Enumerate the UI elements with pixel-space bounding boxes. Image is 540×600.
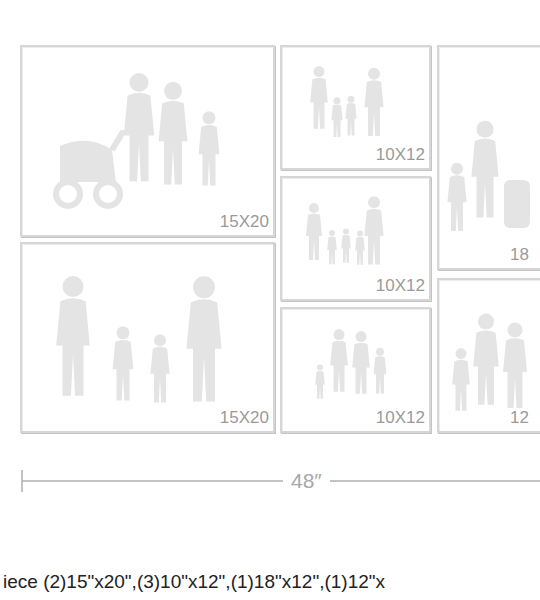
photo-frame: 10X12 <box>280 176 431 301</box>
size-label: 10X12 <box>376 146 425 163</box>
size-label: 15X20 <box>220 409 269 426</box>
size-label: 12 <box>510 409 529 426</box>
photo-frame: 18 <box>437 45 540 270</box>
photo-frame: 10X12 <box>280 45 431 170</box>
size-label: 18 <box>510 246 529 263</box>
size-label: 15X20 <box>220 213 269 230</box>
dimension-label: 48″ <box>283 469 330 492</box>
photo-frame: 12 <box>437 278 540 433</box>
size-label: 10X12 <box>376 409 425 426</box>
size-label: 10X12 <box>376 277 425 294</box>
photo-frame: 15X20 <box>20 45 275 237</box>
caption: iece (2)15"x20",(3)10"x12",(1)18"x12",(1… <box>3 572 385 593</box>
photo-frame: 10X12 <box>280 307 431 433</box>
photo-frame: 15X20 <box>20 242 275 433</box>
